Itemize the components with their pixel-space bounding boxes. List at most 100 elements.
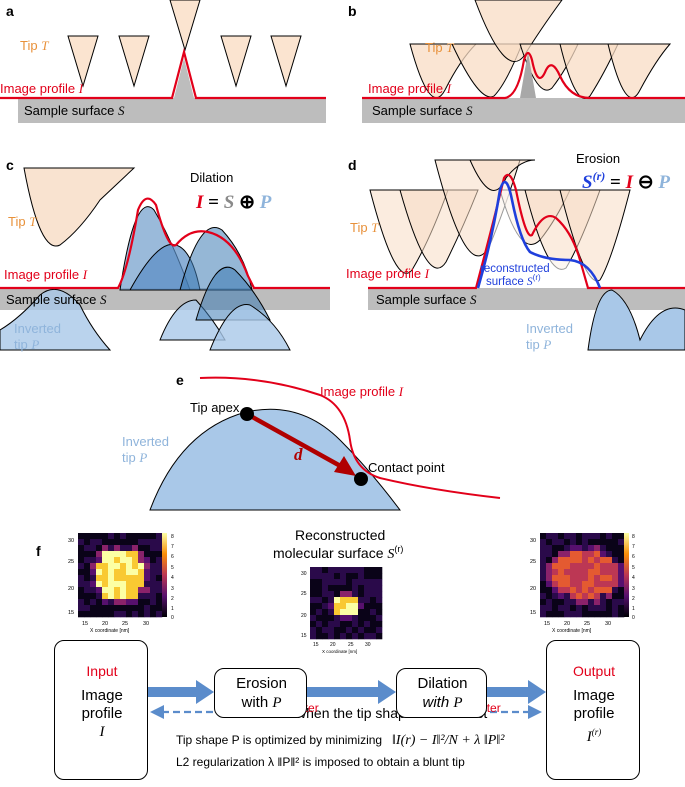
panel-e: e Tip apex Image profile I Inverted tip … (122, 372, 501, 511)
panel-b-letter: b (348, 3, 357, 19)
colorbar-tick-6: 6 (632, 554, 635, 560)
tip-a-2 (118, 35, 150, 88)
tips-b (409, 0, 672, 99)
sample-label-a: Sample surface S (24, 103, 125, 118)
dilation-title: Dilation (190, 170, 233, 185)
panel-a: a Tip T Image profile I Sample surface S (0, 0, 326, 123)
inverted-label-c-2: tip P (14, 337, 39, 352)
image-profile-label-b: Image profile I (368, 81, 452, 96)
heatmap-recon-xtick-4: 30 (365, 642, 371, 648)
colorbar-left-tick-4: 4 (171, 575, 174, 581)
inverted-tip-e (149, 408, 402, 511)
colorbar-left-tick-7: 7 (171, 544, 174, 550)
heatmap-recon-ytick-2: 25 (301, 591, 307, 597)
heatmap-recon-xlabel: X coordinate [nm] (322, 649, 357, 654)
heatmap-output-xtick-3: 25 (584, 621, 590, 627)
heatmap-output-ytick-4: 15 (530, 610, 536, 616)
tip-label-a: Tip T (20, 38, 49, 53)
input-sym: I (99, 724, 105, 740)
input-line2: profile (81, 705, 123, 722)
panel-c-letter: c (6, 157, 14, 173)
inverted-label-d-1: Inverted (526, 321, 573, 336)
arrow-dilation-to-output (487, 680, 546, 704)
image-profile-label-d: Image profile I (346, 266, 430, 281)
tip-a-5 (270, 35, 302, 88)
sample-label-b: Sample surface S (372, 103, 473, 118)
recon-fill (478, 182, 600, 288)
heatmap-output-xtick-4: 30 (605, 621, 611, 627)
panel-a-letter: a (6, 3, 14, 19)
panel-b: b Tip T Image profile I Sample surface S (348, 0, 685, 123)
dashed-right-head (528, 705, 542, 719)
colorbar-left-tick-1: 1 (171, 606, 174, 612)
heatmap-recon-ytick-1: 30 (301, 571, 307, 577)
recon-title-1: Reconstructed (295, 527, 385, 543)
colorbar-tick-8: 8 (632, 534, 635, 540)
sample-label-c: Sample surface S (6, 292, 107, 307)
heatmap-input-xlabel: X coordinate [nm] (90, 628, 130, 634)
d-vector-arrowhead (334, 456, 356, 476)
d-vector-line (245, 412, 346, 470)
heatmap-input: 15 20 25 30 X coordinate [nm] 30 25 20 1… (68, 533, 167, 634)
colorbar-left-tick-0: 0 (171, 615, 174, 621)
tips-d (369, 159, 631, 282)
recon-label-1: reconstructed (480, 263, 550, 275)
l2-text: L2 regularization λ ‖P‖² is imposed to o… (176, 755, 465, 769)
heatmap-recon-xtick-2: 20 (330, 642, 336, 648)
tip-apex-label: Tip apex (190, 400, 240, 415)
optimized-text: Tip shape P is optimized by minimizing (176, 733, 382, 747)
heatmap-recon-ytick-4: 15 (301, 633, 307, 639)
colorbar-tick-5: 5 (632, 565, 635, 571)
tips-a (67, 0, 302, 88)
sample-bump-b (520, 52, 536, 98)
heatmap-input-xtick-3: 25 (122, 621, 128, 627)
panel-d-letter: d (348, 157, 357, 173)
d-label: d (294, 445, 303, 464)
image-profile-b (362, 51, 685, 100)
tip-apex-dot (240, 407, 254, 421)
heatmap-output-ytick-3: 20 (530, 586, 536, 592)
erosion-line1: Erosion (236, 675, 287, 692)
heatmap-output: 8 7 6 5 4 3 2 1 0 8 7 6 5 4 3 2 1 0 1 (171, 533, 635, 634)
image-profile-label-c: Image profile I (4, 267, 88, 282)
output-box: Output Image profile I(r) (546, 640, 640, 780)
inverted-tip-d (587, 289, 685, 351)
tip-a-4 (220, 35, 252, 88)
image-profile-label-e: Image profile I (320, 384, 404, 399)
colorbar-left-tick-3: 3 (171, 586, 174, 592)
dilation-equation: I = S ⊕ P (195, 192, 272, 213)
heatmap-output-xlabel: X coordinate [nm] (552, 628, 592, 634)
erosion-box: Erosion with P (214, 668, 307, 718)
colorbar-left-tick-8: 8 (171, 534, 174, 540)
reconstructed-surface-d (476, 180, 602, 289)
arrow-erosion-to-dilation (307, 680, 396, 704)
dilation-box: Dilation with P (396, 668, 487, 718)
colorbar-left-tick-6: 6 (171, 554, 174, 560)
heatmap-input-ytick-1: 30 (68, 538, 74, 544)
panel-f-letter: f (36, 543, 41, 559)
dashed-left-head (150, 705, 164, 719)
sample-surface-b (362, 98, 685, 123)
tip-label-c: Tip T (8, 214, 37, 229)
heatmap-input-ytick-2: 25 (68, 559, 74, 565)
heatmap-input-xtick-2: 20 (102, 621, 108, 627)
inverted-label-d-2: tip P (526, 337, 551, 352)
sample-label-d: Sample surface S (376, 292, 477, 307)
input-line1: Image (81, 687, 123, 704)
image-profile-label-a: Image profile I (0, 81, 84, 96)
input-head: Input (86, 663, 118, 679)
heatmap-reconstructed: 15 20 25 30 X coordinate [nm] 30 25 20 1… (301, 567, 383, 654)
flow-arrows (148, 680, 546, 719)
input-box: Input Image profile I (54, 640, 148, 780)
tip-label-b: Tip T (425, 40, 454, 55)
heatmap-input-ytick-3: 20 (68, 586, 74, 592)
erosion-title: Erosion (576, 151, 620, 166)
heatmap-output-xtick-2: 20 (564, 621, 570, 627)
recon-title-2: molecular surface S(r) (273, 544, 403, 562)
contact-point-label: Contact point (368, 460, 445, 475)
tip-a-1 (67, 35, 99, 88)
inverted-label-e-2: tip P (122, 450, 147, 465)
arrow-input-to-erosion (148, 680, 214, 704)
erosion-equation: S(r) = I ⊖ P (582, 164, 670, 193)
output-line2: profile (573, 705, 615, 722)
